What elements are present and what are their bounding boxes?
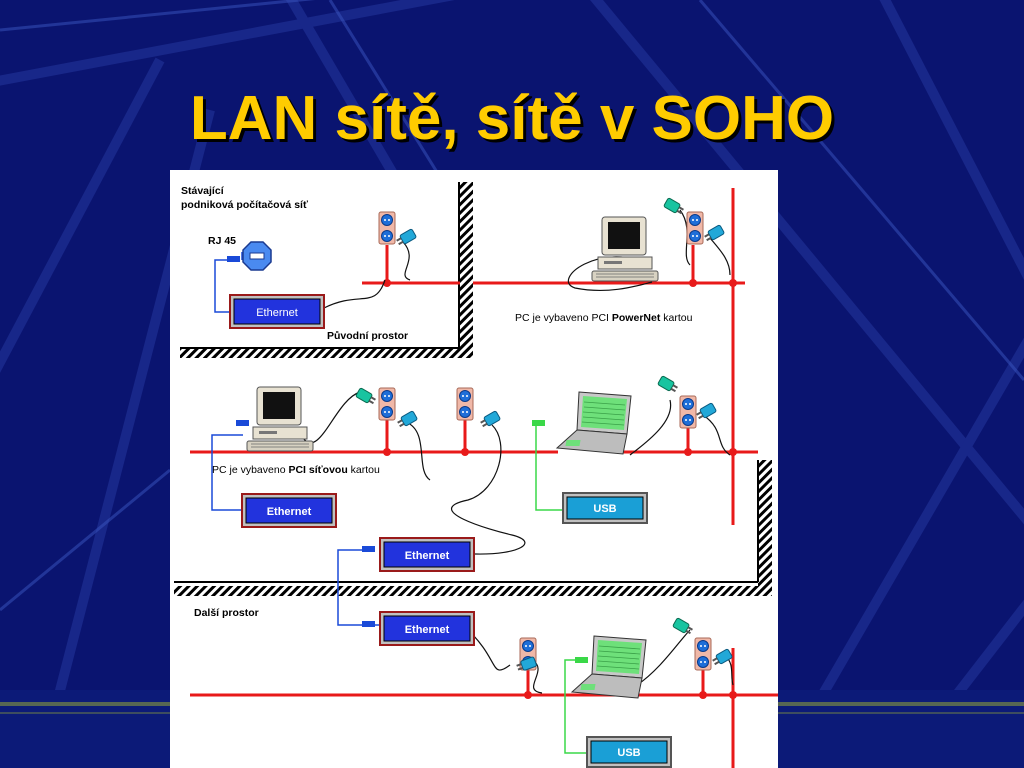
ethernet-adapter-box: Ethernet (229, 294, 325, 329)
svg-text:USB: USB (593, 503, 616, 515)
svg-text:Ethernet: Ethernet (256, 307, 298, 319)
ethernet-adapter-box: Ethernet (241, 493, 337, 528)
power-socket-icon (378, 211, 396, 245)
network-diagram: Ethernet Ethernet Ethernet Ethernet USB … (170, 170, 778, 768)
original-room-label: Původní prostor (327, 330, 408, 342)
other-room-label: Další prostor (194, 607, 259, 619)
power-socket-icon (679, 395, 697, 429)
rj45-label: RJ 45 (208, 235, 236, 247)
usb-adapter-box: USB (562, 492, 648, 524)
slide-title: LAN sítě, sítě v SOHO (189, 84, 835, 153)
existing-network-label: podniková počítačová síť (181, 199, 309, 211)
ethernet-adapter-box: Ethernet (379, 537, 475, 572)
svg-text:USB: USB (617, 747, 640, 759)
svg-text:Ethernet: Ethernet (405, 550, 450, 562)
existing-network-label: Stávající (181, 185, 225, 197)
power-socket-icon (456, 387, 474, 421)
usb-adapter-box: USB (586, 736, 672, 768)
svg-text:Ethernet: Ethernet (267, 506, 312, 518)
wall-hatching (174, 182, 772, 596)
svg-text:Ethernet: Ethernet (405, 624, 450, 636)
powernet-pc-caption: PC je vybaveno PCI PowerNet kartou (515, 312, 693, 324)
network-card-pc-caption: PC je vybaveno PCI síťovou kartou (212, 464, 380, 476)
router-icon (242, 241, 272, 271)
power-socket-icon (378, 387, 396, 421)
ethernet-adapter-box: Ethernet (379, 611, 475, 646)
power-socket-icon (686, 211, 704, 245)
power-socket-icon (694, 637, 712, 671)
